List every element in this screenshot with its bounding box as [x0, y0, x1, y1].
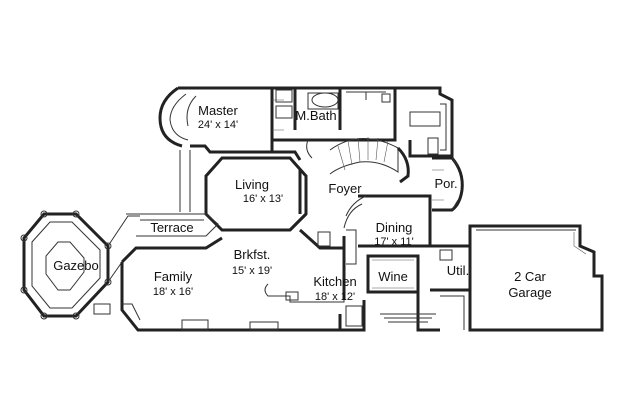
garage-name: 2 Car [514, 269, 546, 284]
family-breakfast-kitchen-walls [120, 212, 366, 332]
living-dims: 16' x 13' [243, 193, 283, 205]
brkfst-dims: 15' x 19' [232, 265, 272, 277]
family-dims: 18' x 16' [153, 286, 193, 298]
foyer-stair [272, 137, 410, 214]
garage-name-line2: Garage [508, 285, 551, 300]
dining-dims: 17' x 11' [374, 236, 413, 248]
dining-name: Dining [376, 220, 413, 235]
living-name: Living [235, 177, 269, 192]
master-suite-walls [158, 86, 454, 158]
brkfst-name: Brkfst. [234, 247, 271, 262]
dining-walls [343, 194, 432, 265]
garage-walls [468, 224, 604, 332]
foyer-name: Foyer [328, 181, 362, 196]
wine-name: Wine [378, 269, 408, 284]
gazebo [20, 210, 140, 320]
porch [432, 156, 464, 212]
util-name: Util. [447, 263, 469, 278]
kitchen-dims: 18' x 12' [315, 291, 355, 303]
terrace-name: Terrace [150, 220, 193, 235]
porch-name: Por. [434, 176, 457, 191]
master-name: Master [198, 103, 238, 118]
family-name: Family [154, 269, 193, 284]
kitchen-name: Kitchen [313, 274, 356, 289]
mbath-name: M.Bath [295, 108, 336, 123]
gazebo-name: Gazebo [53, 258, 99, 273]
terrace [126, 150, 219, 237]
master-dims: 24' x 14' [198, 119, 238, 131]
